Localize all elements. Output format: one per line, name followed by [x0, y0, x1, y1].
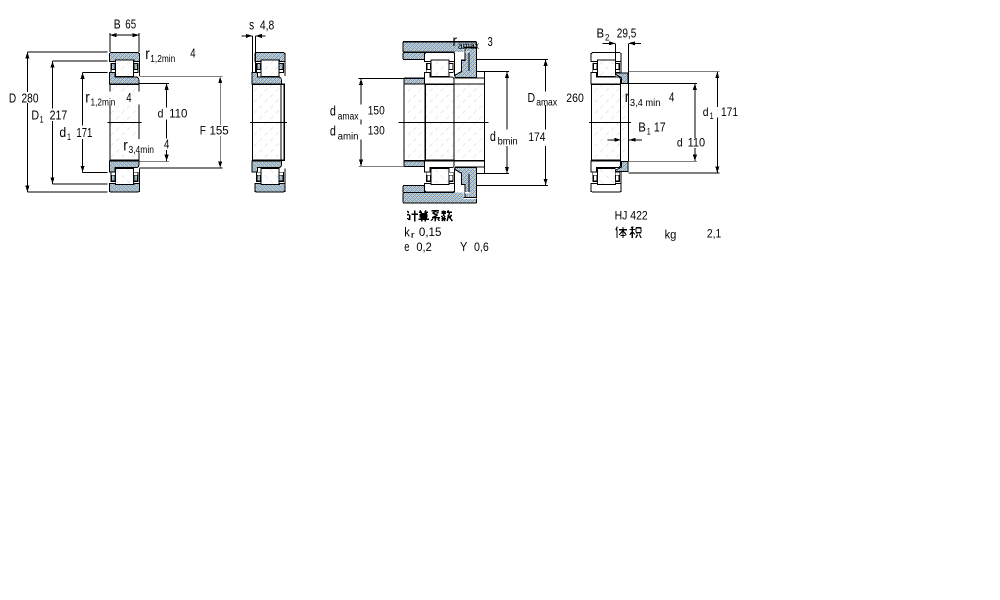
svg-text:kg: kg — [665, 228, 677, 242]
svg-text:4: 4 — [164, 137, 169, 152]
svg-text:r: r — [85, 90, 90, 107]
svg-text:17: 17 — [654, 120, 666, 134]
svg-text:3,4 min: 3,4 min — [630, 98, 661, 109]
svg-text:amax: amax — [338, 112, 359, 123]
svg-text:2,1: 2,1 — [707, 227, 721, 241]
svg-text:171: 171 — [721, 105, 738, 119]
svg-text:B: B — [638, 119, 646, 134]
svg-text:r: r — [625, 89, 630, 106]
svg-text:217: 217 — [50, 107, 68, 122]
svg-text:r: r — [411, 230, 415, 241]
svg-text:174: 174 — [528, 132, 546, 144]
svg-text:65: 65 — [125, 17, 136, 31]
svg-text:B: B — [597, 25, 605, 40]
svg-text:260: 260 — [566, 93, 584, 105]
svg-text:130: 130 — [368, 125, 385, 137]
svg-text:110: 110 — [688, 136, 706, 150]
svg-text:4: 4 — [669, 90, 674, 105]
svg-text:r: r — [145, 46, 150, 63]
svg-text:d: d — [158, 107, 164, 121]
svg-text:amin: amin — [338, 131, 359, 142]
svg-text:2: 2 — [605, 33, 610, 44]
svg-text:bmin: bmin — [498, 137, 518, 148]
svg-text:s: s — [249, 17, 254, 32]
svg-text:0,15: 0,15 — [419, 225, 442, 239]
svg-text:155: 155 — [210, 123, 229, 137]
svg-text:0,6: 0,6 — [474, 240, 489, 254]
svg-text:4: 4 — [190, 46, 195, 61]
svg-text:d: d — [59, 125, 66, 140]
svg-text:r: r — [453, 33, 458, 50]
svg-text:4: 4 — [126, 90, 131, 105]
svg-text:Y: Y — [460, 240, 468, 254]
svg-text:d: d — [330, 123, 336, 138]
svg-text:r: r — [123, 137, 128, 154]
svg-text:1,2min: 1,2min — [150, 54, 175, 65]
svg-text:280: 280 — [22, 90, 39, 105]
svg-text:3: 3 — [488, 34, 493, 49]
svg-text:1: 1 — [647, 127, 651, 138]
svg-text:1: 1 — [67, 132, 71, 143]
svg-text:d: d — [677, 136, 683, 150]
svg-text:29,5: 29,5 — [617, 26, 637, 40]
svg-text:D: D — [9, 90, 16, 105]
svg-text:D: D — [31, 107, 39, 122]
svg-text:D: D — [528, 90, 536, 105]
svg-text:110: 110 — [169, 107, 187, 121]
svg-text:d: d — [703, 105, 709, 119]
svg-text:4,8: 4,8 — [260, 18, 274, 32]
svg-text:1: 1 — [40, 115, 44, 126]
svg-text:150: 150 — [368, 106, 385, 118]
svg-text:d: d — [330, 104, 336, 119]
svg-text:F: F — [200, 124, 206, 137]
svg-text:B: B — [114, 17, 121, 31]
svg-text:0,2: 0,2 — [416, 240, 431, 254]
svg-text:e: e — [404, 240, 409, 254]
svg-text:HJ 422: HJ 422 — [615, 209, 648, 223]
svg-text:3,4min: 3,4min — [129, 145, 154, 156]
svg-text:171: 171 — [76, 125, 92, 140]
svg-text:amax: amax — [536, 97, 557, 108]
svg-text:d: d — [490, 129, 496, 144]
svg-text:1: 1 — [710, 111, 714, 122]
svg-text:k: k — [404, 224, 410, 239]
svg-text:1,2min: 1,2min — [91, 97, 116, 108]
svg-text:amax: amax — [458, 41, 479, 52]
